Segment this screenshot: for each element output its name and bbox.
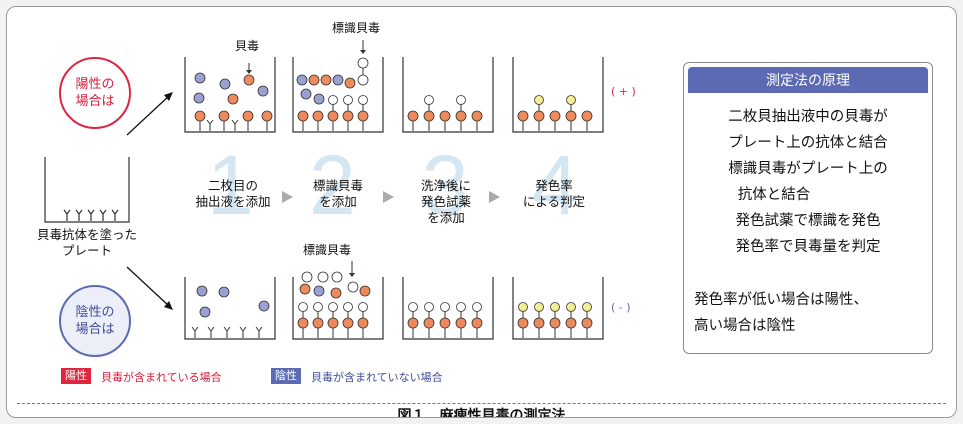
step-number-3: 3 [422,138,469,232]
top-well-1 [184,57,276,133]
negative-legend-text: 貝毒が含まれていない場合 [311,371,443,384]
positive-case-label: 陽性の 場合は [59,57,131,129]
step-number-4: 4 [532,138,579,232]
step-2-text: 標識貝毒 を添加 [312,178,363,209]
negative-badge: 陰性 [271,368,301,384]
negative-case-label: 陰性の 場合は [59,285,131,357]
principle-line-2: プレート上の抗体と結合 [728,135,888,151]
conclusion-line-1: 発色率が低い場合は陽性、 [694,292,868,308]
step-number-1: 1 [207,138,254,232]
negative-result: ( - ) [611,301,631,314]
principle-line-4: 抗体と結合 [737,187,811,203]
principle-line-3: 標識貝毒がプレート上の [728,161,888,177]
labeled-toxin-label-bottom: 標識貝毒 [303,243,352,257]
labeled-toxin-label-top: 標識貝毒 [332,21,381,35]
plate-label: 貝毒抗体を塗った プレート [36,227,137,258]
figure-title: 図１ 麻痺性貝毒の測定法 [397,408,566,418]
positive-legend-text: 貝毒が含まれている場合 [101,371,222,384]
principle-line-5: 発色試薬で標識を発色 [735,213,881,229]
principle-title: 測定法の原理 [688,67,928,93]
bottom-well-3 [402,277,494,340]
step-number-2: 2 [309,138,356,232]
bottom-well-4 [512,277,604,340]
step-3-text: 洗浄後に 発色試薬 を添加 [420,178,471,225]
figure-frame: 1 2 3 4 [6,6,957,418]
divider [17,403,946,404]
bottom-well-2 [292,261,384,340]
principle-line-6: 発色率で貝毒量を判定 [735,239,881,255]
toxin-label: 貝毒 [235,39,260,53]
top-well-4 [512,57,604,133]
top-well-2 [292,40,384,133]
step-1-text: 二枚目の 抽出液を添加 [195,178,271,209]
principle-line-1: 二枚貝抽出液中の貝毒が [728,109,888,125]
positive-result: ( + ) [611,85,636,98]
bottom-well-1 [184,277,276,340]
top-well-3 [402,57,494,133]
diagram-drawing [44,40,604,340]
conclusion-line-2: 高い場合は陰性 [694,318,796,334]
positive-badge: 陽性 [61,368,91,384]
step-4-text: 発色率 による判定 [522,178,586,209]
principle-box: 測定法の原理 二枚貝抽出液中の貝毒が プレート上の抗体と結合 標識貝毒がプレート… [683,62,933,354]
initial-plate [44,157,130,223]
